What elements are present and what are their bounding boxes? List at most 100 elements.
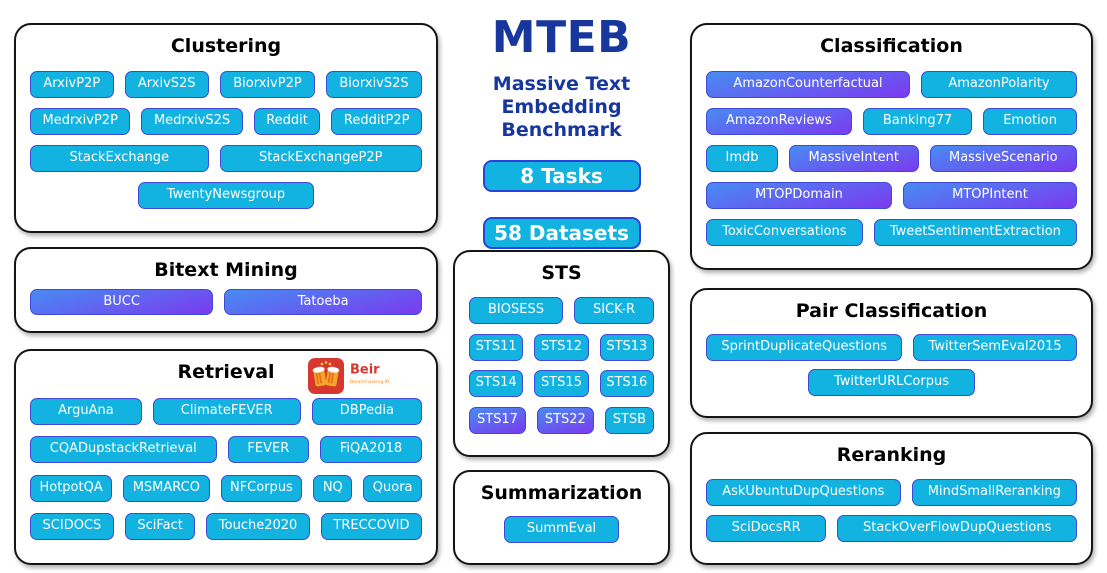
pill-row: TwentyNewsgroup [30,181,422,209]
pill-row: StackExchange StackExchangeP2P [30,145,423,172]
pill-row: CQADupstackRetrieval FEVER FiQA2018 [30,436,422,464]
reranking-title: Reranking [836,444,947,466]
dataset-pill-msmarco: MSMARCO [123,474,210,502]
dataset-pill-biorxivs2s: BiorxivS2S [326,71,423,98]
dataset-pill-sts15: STS15 [534,370,589,398]
bitext-mining-pills: BUCC Tatoeba [30,281,422,319]
pill-row: TwitterURLCorpus [706,369,1077,396]
dataset-pill-mtopintent: MTOPIntent [902,181,1078,209]
pill-row: Imdb MassiveIntent MassiveScenario [706,145,1078,172]
pill-row: BIOSESS SICK-R [469,297,655,325]
dataset-pill-biorxivp2p: BiorxivP2P [219,71,316,98]
summarization-title: Summarization [480,482,643,504]
dataset-pill-fiqa2018: FiQA2018 [320,436,422,464]
dataset-pill-scidocs: SCIDOCS [30,512,114,540]
dataset-pill-scidocsrr: SciDocsRR [706,515,827,542]
dataset-pill-scifact: SciFact [124,512,196,540]
pill-row: AskUbuntuDupQuestions MindSmallReranking [706,479,1078,506]
dataset-pill-cqadupstackretrieval: CQADupstackRetrieval [30,436,217,464]
dataset-pill-stackexchange: StackExchange [30,145,209,172]
dataset-pill-sprintduplicatequestions: SprintDuplicateQuestions [706,334,903,361]
pill-row: STS17 STS22 STSB [469,406,654,434]
classification-title: Classification [820,35,963,57]
dataset-pill-twittersemeval2015: TwitterSemEval2015 [913,334,1077,361]
beir-tagline: Benchmarking IR [350,379,390,385]
clustering-pills: ArxivP2P ArxivS2S BiorxivP2P BiorxivS2S Medr… [29,57,423,219]
dataset-pill-tatoeba: Tatoeba [224,288,422,316]
dataset-pill-biosess: BIOSESS [469,297,563,325]
dataset-pill-askubuntudupquestions: AskUbuntuDupQuestions [706,479,901,506]
dataset-pill-dbpedia: DBPedia [311,398,422,426]
dataset-pill-imdb: Imdb [706,145,778,172]
dataset-pill-banking77: Banking77 [862,108,973,135]
pill-row: SummEval [469,516,654,543]
mteb-subtitle: Massive Text Embedding Benchmark [453,73,670,143]
dataset-pill-stackexchangep2p: StackExchangeP2P [219,145,423,172]
dataset-pill-mtopdomain: MTOPDomain [706,181,892,209]
dataset-pill-arguana: ArguAna [30,398,142,426]
dataset-pill-mindsmallreranking: MindSmallReranking [911,479,1078,506]
dataset-pill-sts16: STS16 [599,370,654,398]
pill-row: MTOPDomain MTOPIntent [706,181,1078,209]
pill-row: AmazonCounterfactual AmazonPolarity [706,71,1078,98]
dataset-pill-toxicconversations: ToxicConversations [706,218,863,246]
dataset-pill-amazonpolarity: AmazonPolarity [920,71,1078,98]
dataset-pill-massivescenario: MassiveScenario [929,145,1078,172]
dataset-pill-sts13: STS13 [599,333,654,361]
dataset-pill-fever: FEVER [227,436,310,464]
dataset-pill-arxivp2p: ArxivP2P [29,71,114,98]
dataset-pill-arxivs2s: ArxivS2S [124,71,209,98]
pair-classification-pills: SprintDuplicateQuestions TwitterSemEval20… [706,322,1077,404]
datasets-count-badge: 58 Datasets [482,216,641,249]
dataset-pill-treccovid: TRECCOVID [320,512,423,540]
mteb-title: MTEB [491,12,632,63]
dataset-pill-twitterurlcorpus: TwitterURLCorpus [808,369,975,396]
pill-row: ToxicConversations TweetSentimentExtracti… [706,218,1078,246]
pair-classification-box: Pair Classification SprintDuplicateQuest… [690,288,1093,418]
beer-mugs-icon [312,366,340,387]
dataset-pill-sick-r: SICK-R [573,297,655,325]
summarization-pills: SummEval [469,504,654,551]
dataset-pill-sts22: STS22 [536,406,594,434]
dataset-pill-hotpotqa: HotpotQA [29,474,113,502]
dataset-pill-medrxivs2s: MedrxivS2S [141,108,243,135]
dataset-pill-emotion: Emotion [983,108,1077,135]
dataset-pill-stsb: STSB [604,406,654,434]
retrieval-title: Retrieval [177,361,275,383]
retrieval-header: Retrieval Beir Be [30,358,422,394]
dataset-pill-massiveintent: MassiveIntent [788,145,919,172]
summarization-box: Summarization SummEval [453,470,670,565]
dataset-pill-tweetsentimentextraction: TweetSentimentExtraction [873,218,1078,246]
sts-title: STS [541,262,582,284]
pair-classification-title: Pair Classification [795,300,988,322]
retrieval-box: Retrieval Beir Be [14,349,438,565]
dataset-pill-bucc: BUCC [30,288,214,316]
pill-row: BUCC Tatoeba [30,288,422,316]
dataset-pill-nfcorpus: NFCorpus [220,474,303,502]
dataset-pill-touche2020: Touche2020 [206,512,310,540]
dataset-pill-sts17: STS17 [469,406,526,434]
dataset-pill-sts12: STS12 [534,333,589,361]
dataset-pill-amazoncounterfactual: AmazonCounterfactual [706,71,910,98]
dataset-pill-nq: NQ [313,474,353,502]
pill-row: ArguAna ClimateFEVER DBPedia [30,398,422,426]
pill-row: SCIDOCS SciFact Touche2020 TRECCOVID [30,512,423,540]
tasks-count-badge: 8 Tasks [482,159,641,192]
mteb-header: MTEB Massive Text Embedding Benchmark 8 … [453,12,670,249]
dataset-pill-stackoverflowdupquestions: StackOverFlowDupQuestions [837,515,1078,542]
mteb-subtitle-line2: Embedding Benchmark [501,96,622,142]
dataset-pill-climatefever: ClimateFEVER [152,398,301,426]
dataset-pill-redditp2p: RedditP2P [331,108,423,135]
reranking-box: Reranking AskUbuntuDupQuestions MindSmall… [690,432,1093,565]
pill-row: SprintDuplicateQuestions TwitterSemEval20… [706,334,1077,361]
